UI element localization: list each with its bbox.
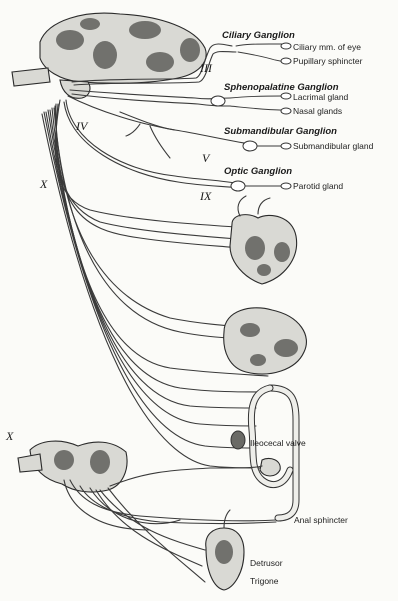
- submandibular-target: Submandibular gland: [293, 141, 374, 151]
- sacral-X-label: X: [5, 429, 14, 443]
- nerve-V-label: V: [202, 151, 211, 165]
- sphenopalatine-target-1: Lacrimal gland: [293, 92, 349, 102]
- detrusor-label: Detrusor: [250, 558, 283, 568]
- heart: [230, 196, 297, 284]
- nerve-IX-label: IX: [199, 189, 212, 203]
- urinary-bladder: [206, 510, 244, 590]
- ciliary-target-1: Ciliary mm. of eye: [293, 42, 361, 52]
- submandibular-ganglion-label: Submandibular Ganglion: [224, 126, 337, 137]
- cranial-nerve-labels: III IV V IX X X: [5, 61, 213, 443]
- anal-sphincter-label: Anal sphincter: [294, 515, 348, 525]
- ciliary-target-2: Pupillary sphincter: [293, 56, 363, 66]
- otic-ganglion-label: Optic Ganglion: [224, 166, 292, 177]
- ileocecal-valve-label: Ileocecal valve: [250, 438, 306, 448]
- vagus-nerve-fibers: [42, 100, 268, 468]
- sphenopalatine-target-2: Nasal glands: [293, 106, 342, 116]
- nerve-IV-label: IV: [75, 119, 89, 133]
- nerve-III-label: III: [199, 61, 213, 75]
- ciliary-ganglion-label: Ciliary Ganglion: [222, 30, 295, 41]
- trigone-label: Trigone: [250, 576, 279, 586]
- nerve-X-label: X: [39, 177, 48, 191]
- stomach: [224, 308, 307, 374]
- brain: [12, 13, 206, 86]
- ganglion-labels: Ciliary Ganglion Ciliary mm. of eye Pupi…: [222, 30, 374, 191]
- otic-target: Parotid gland: [293, 181, 343, 191]
